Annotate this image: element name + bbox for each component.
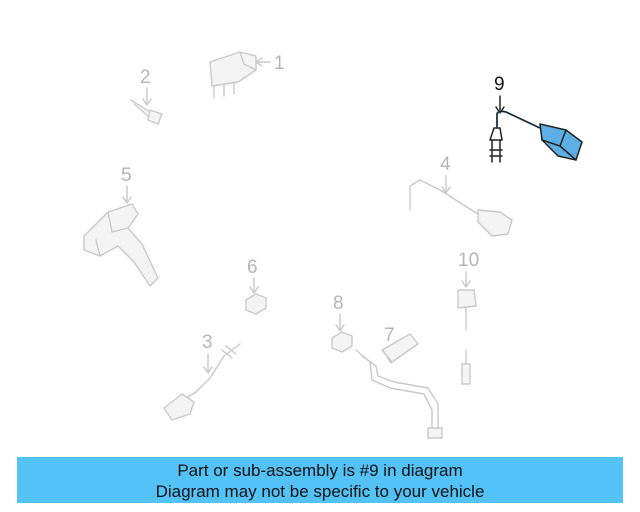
part-5[interactable]: 5: [83, 165, 159, 287]
part-8[interactable]: 8: [331, 293, 353, 353]
part-7[interactable]: 7: [355, 325, 443, 439]
callout-4: 4: [440, 154, 451, 175]
info-banner: Part or sub-assembly is #9 in diagram Di…: [17, 457, 623, 503]
callout-9: 9: [494, 74, 505, 95]
part-4[interactable]: 4: [409, 154, 513, 237]
callout-1: 1: [274, 53, 285, 74]
callout-3: 3: [202, 332, 213, 353]
callout-2: 2: [140, 67, 151, 88]
part-2[interactable]: 2: [130, 67, 163, 125]
callout-8: 8: [333, 293, 344, 314]
banner-line-2: Diagram may not be specific to your vehi…: [155, 482, 485, 501]
banner-line-1: Part or sub-assembly is #9 in diagram: [177, 461, 463, 480]
part-1[interactable]: 1: [209, 51, 285, 99]
callout-7: 7: [384, 325, 395, 346]
part-6[interactable]: 6: [245, 257, 267, 315]
part-3[interactable]: 3: [163, 332, 241, 421]
callout-6: 6: [247, 257, 258, 278]
parts-diagram: 1 2 5 6 3 4 10: [83, 51, 583, 439]
callout-5: 5: [121, 165, 132, 186]
part-10[interactable]: 10: [457, 250, 479, 385]
part-9-highlighted[interactable]: 9: [489, 74, 583, 163]
callout-10: 10: [458, 250, 479, 271]
